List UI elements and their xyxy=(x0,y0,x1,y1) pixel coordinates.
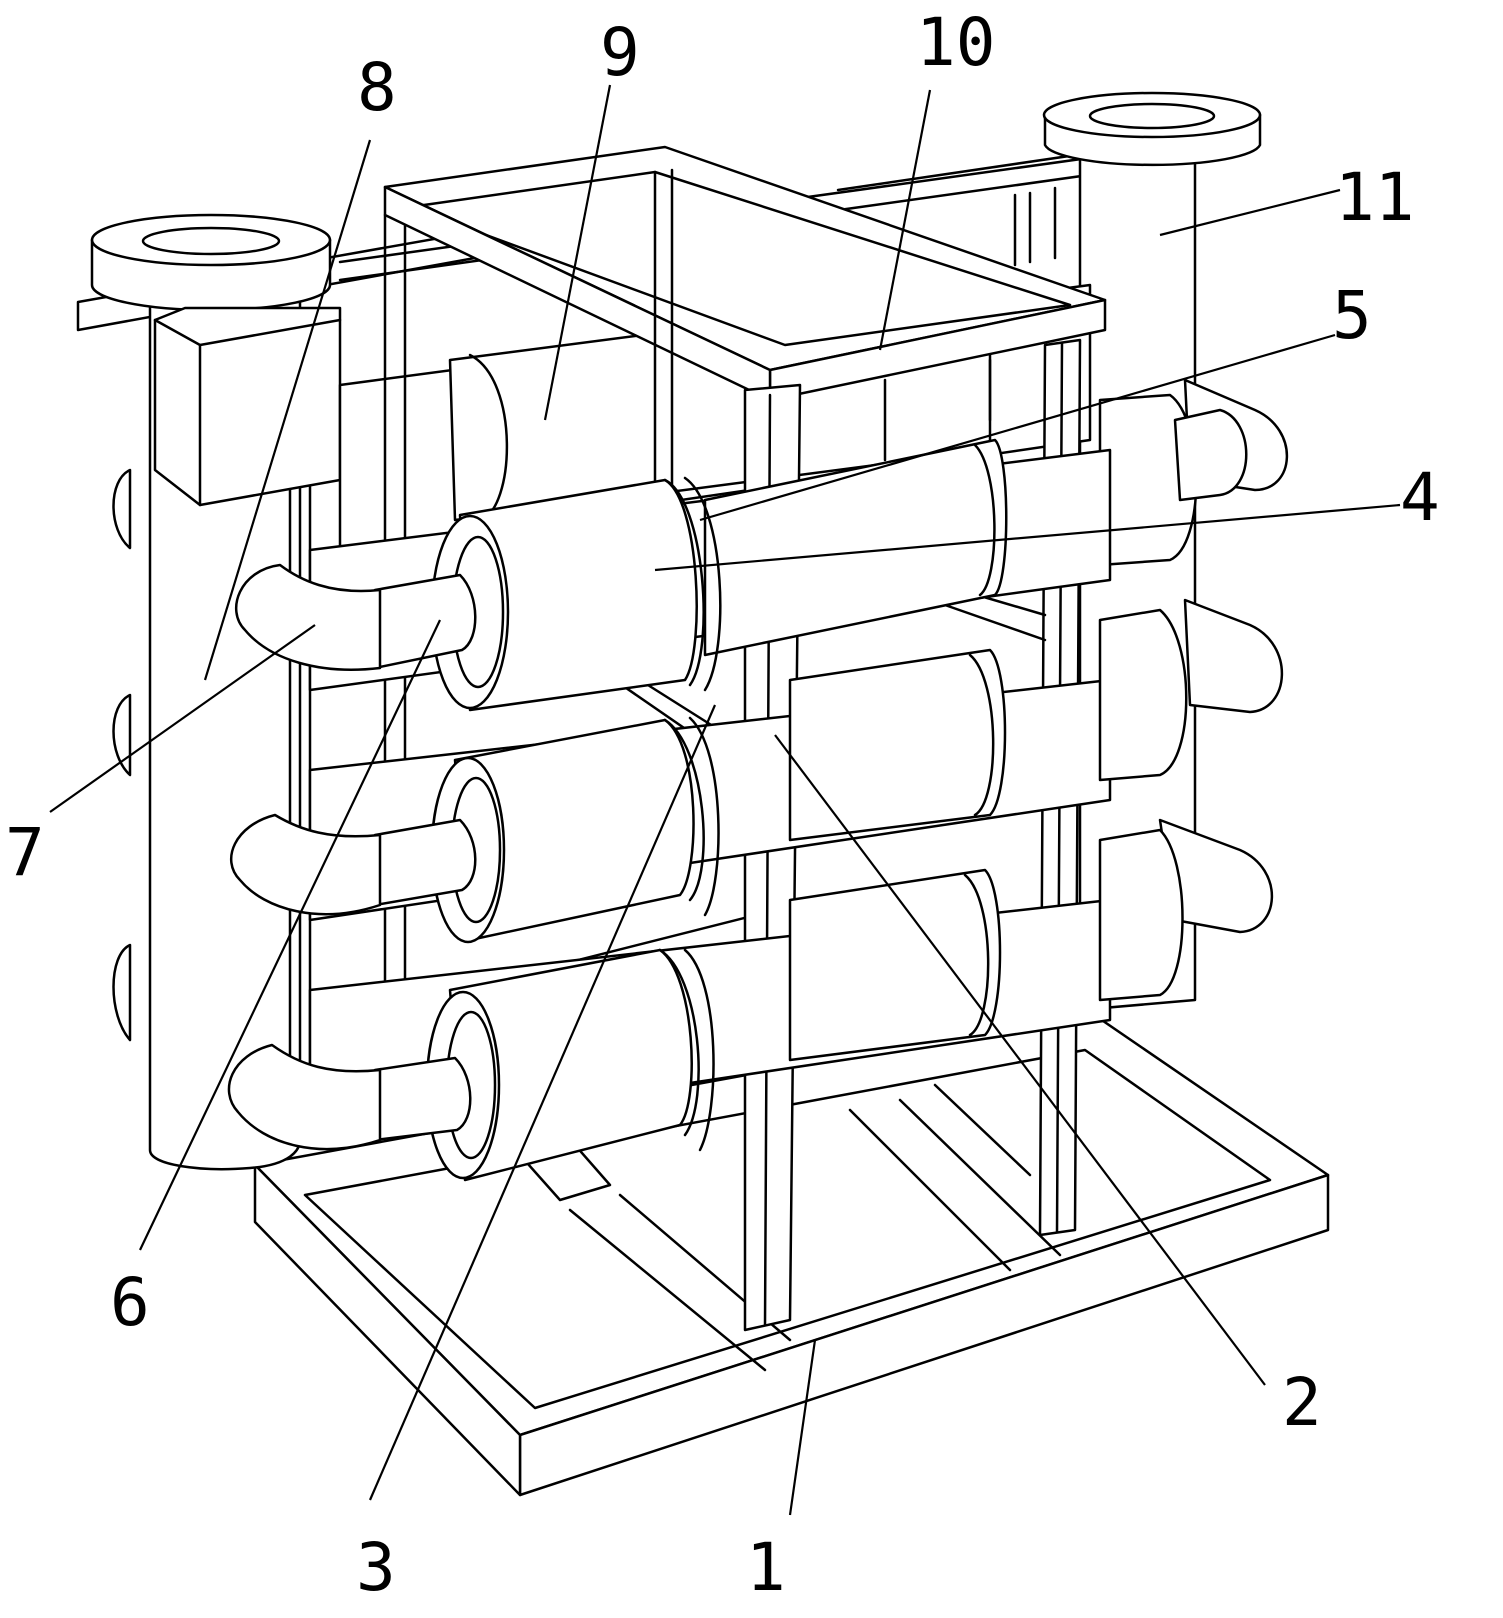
callout-2: 2 xyxy=(1282,1364,1322,1441)
leader-lines xyxy=(49,84,1401,1516)
leader-11 xyxy=(1159,188,1341,237)
leader-3 xyxy=(368,704,717,1501)
callout-labels: 1 2 3 4 5 6 7 8 9 10 11 xyxy=(5,4,1440,1606)
callout-1: 1 xyxy=(746,1529,786,1606)
leader-2 xyxy=(774,734,1266,1386)
leader-7 xyxy=(49,624,316,813)
leader-9 xyxy=(543,84,612,421)
leader-5 xyxy=(699,333,1336,522)
leader-8 xyxy=(203,139,372,681)
tube-row-4 xyxy=(227,828,1184,1182)
callout-11: 11 xyxy=(1335,159,1414,236)
tube-row-3 xyxy=(229,608,1188,944)
callout-9: 9 xyxy=(600,14,640,91)
callout-3: 3 xyxy=(356,1529,396,1606)
callout-10: 10 xyxy=(916,4,995,81)
leader-10 xyxy=(878,89,932,351)
leader-4 xyxy=(654,503,1401,572)
leader-6 xyxy=(139,619,441,1251)
callout-6: 6 xyxy=(110,1264,150,1341)
tube-row-2 xyxy=(234,438,1112,712)
left-manifold xyxy=(90,213,342,1171)
leader-1 xyxy=(788,1339,817,1516)
callout-4: 4 xyxy=(1400,459,1440,536)
callout-5: 5 xyxy=(1332,277,1372,354)
callout-7: 7 xyxy=(5,814,45,891)
callout-8: 8 xyxy=(357,49,397,126)
